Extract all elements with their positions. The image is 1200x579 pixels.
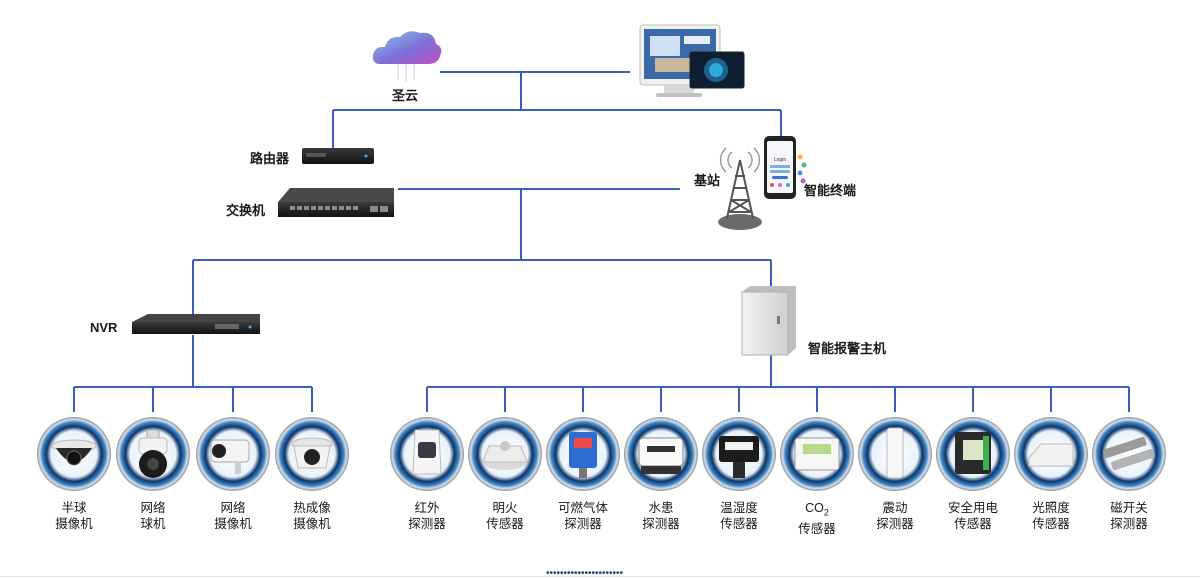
- sensor-device-0: [390, 417, 464, 491]
- camera-device-3: [275, 417, 349, 491]
- sensor-device-6: [858, 417, 932, 491]
- illuminance-sensor-icon: [1028, 443, 1074, 467]
- switch-label: 交换机: [226, 203, 266, 218]
- electrical-safety-sensor-icon: [955, 432, 991, 474]
- sensor-device-4: [702, 417, 776, 491]
- sensor-device-9: [1092, 417, 1166, 491]
- cloud-label: 圣云: [392, 88, 419, 103]
- sensor-device-5: [780, 417, 854, 491]
- sensor-device-8: [1014, 417, 1088, 491]
- dome-camera-icon: [51, 439, 97, 466]
- camera-name-0: 半球摄像机: [55, 501, 93, 531]
- switch-icon: [278, 188, 394, 217]
- alarm-host-label: 智能报警主机: [808, 341, 887, 356]
- sensor-name-7: 安全用电传感器: [947, 501, 998, 531]
- router-icon: [302, 148, 374, 164]
- infrared-detector-icon: [412, 429, 442, 475]
- alarm-host-cabinet-icon: [741, 286, 796, 356]
- sensor-device-3: [624, 417, 698, 491]
- sensor-name-0: 红外探测器: [408, 501, 446, 531]
- nvr-label: NVR: [90, 320, 118, 335]
- sensor-name-6: 震动探测器: [876, 501, 914, 531]
- flame-sensor-icon: [482, 441, 528, 470]
- camera-device-0: [37, 417, 111, 491]
- sensor-device-7: [936, 417, 1010, 491]
- sensor-device-1: [468, 417, 542, 491]
- bullet-camera-icon: [210, 439, 250, 474]
- co2-sensor-icon: [794, 437, 840, 471]
- base-station-label: 基站: [694, 173, 721, 188]
- phone-login-text: Login: [774, 157, 786, 163]
- camera-device-2: [196, 417, 270, 491]
- camera-name-3: 热成像摄像机: [293, 501, 331, 531]
- sensor-device-ring-9: [1092, 417, 1166, 491]
- sensor-name-1: 明火传感器: [486, 501, 524, 531]
- camera-device-1: [116, 417, 190, 491]
- camera-name-1: 网络球机: [140, 501, 166, 531]
- gas-detector-icon: [569, 432, 597, 478]
- smart-terminal-label: 智能终端: [804, 183, 857, 198]
- connection-lines: [73, 71, 1130, 412]
- monitor-workstation-icon: [639, 24, 745, 97]
- device-circles: [37, 417, 1166, 491]
- sensor-name-2: 可燃气体探测器: [557, 501, 608, 531]
- sensor-name-8: 光照度传感器: [1032, 501, 1070, 531]
- thermal-camera-icon: [291, 437, 333, 469]
- magnetic-switch-detector-icon: [1102, 436, 1155, 471]
- cloud-icon: [372, 31, 442, 82]
- sensor-device-2: [546, 417, 620, 491]
- sensor-name-9: 磁开关探测器: [1110, 501, 1148, 531]
- smartphone-icon: Login: [764, 136, 807, 199]
- ptz-camera-icon: [138, 429, 168, 478]
- sensor-name-3: 水患探测器: [642, 501, 680, 531]
- vibration-detector-icon: [886, 427, 904, 479]
- camera-name-2: 网络摄像机: [214, 501, 252, 531]
- water-leak-detector-icon: [638, 437, 684, 474]
- temp-humidity-sensor-icon: [719, 436, 759, 478]
- base-station-tower-icon: [718, 147, 762, 230]
- page-indicator-dots[interactable]: ••••••••••••••••••••••: [546, 568, 624, 579]
- sensor-name-4: 温湿度传感器: [720, 501, 758, 531]
- nvr-icon: [132, 314, 260, 334]
- router-label: 路由器: [250, 151, 290, 166]
